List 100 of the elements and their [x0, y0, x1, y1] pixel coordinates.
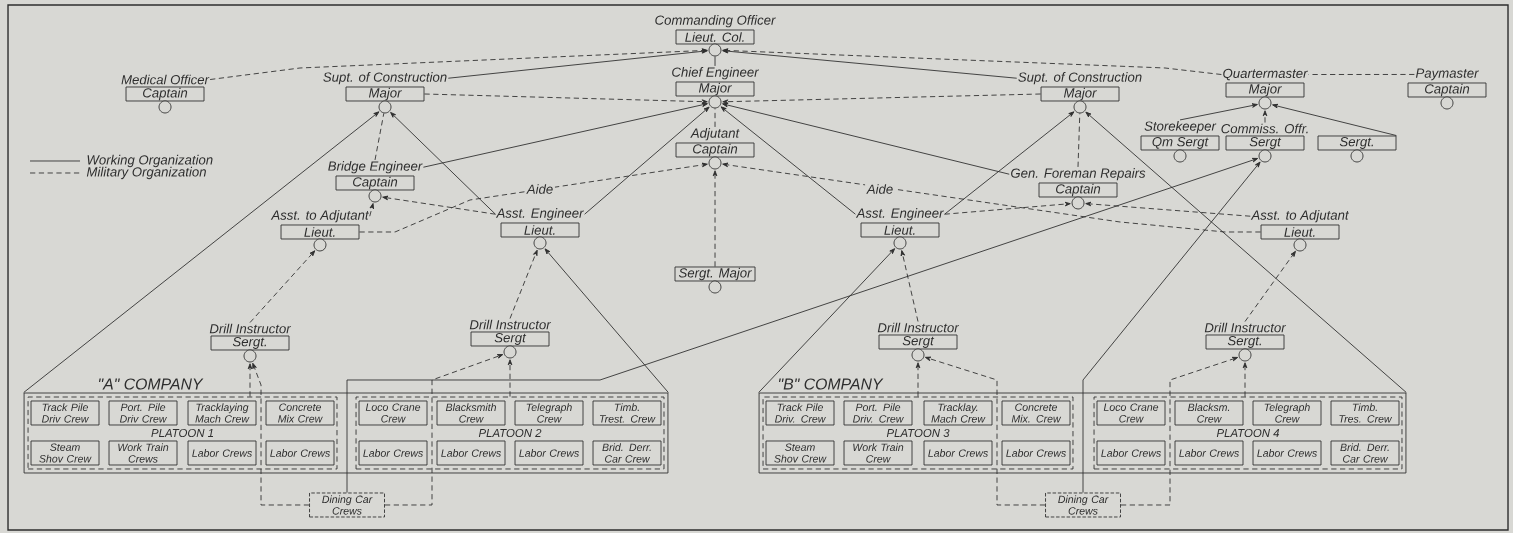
crew-box: Tracklaying Mach Crew	[187, 400, 257, 426]
crew-box: Port. Pile Driv Crew	[108, 400, 178, 426]
connector-line	[1077, 113, 1081, 168]
crew-box: Labor Crews	[1096, 440, 1166, 466]
crew-box: Steam Shov Crew	[30, 440, 100, 466]
crew-box: Concrete Mix Crew	[265, 400, 335, 426]
arrow	[722, 48, 1222, 75]
arrow	[758, 248, 896, 393]
arrow	[252, 362, 310, 506]
crew-box: Timb. Tres. Crew	[1330, 400, 1400, 426]
edge-label: Aide	[525, 182, 555, 196]
company-heading: "A" COMPANY	[99, 378, 204, 390]
connector-line	[1308, 74, 1415, 75]
arrow	[722, 93, 1041, 104]
crew-box: Labor Crews	[1174, 440, 1244, 466]
arrow	[915, 362, 921, 397]
arrow	[424, 93, 708, 104]
arrow	[422, 102, 708, 168]
crew-box: Labor Crews	[1001, 440, 1071, 466]
position-title: Commanding Officer	[655, 15, 776, 28]
arrow	[247, 363, 253, 397]
arrow	[722, 102, 1010, 175]
position-title: Quartermaster	[1223, 68, 1308, 81]
crew-box: Loco Crane Crew	[1096, 400, 1166, 426]
crew-box: Brid. Derr. Car Crew	[592, 440, 662, 466]
arrow	[1085, 111, 1407, 393]
arrow	[544, 248, 669, 393]
arrow	[509, 249, 538, 319]
position-title: Chief Engineer	[672, 67, 759, 80]
position-title: Drill Instructor	[469, 319, 552, 330]
position-title: Paymaster	[1415, 68, 1479, 81]
crew-box: Work Train Crew	[843, 440, 913, 466]
crew-box: Port. Pile Driv. Crew	[843, 400, 913, 426]
arrow	[1272, 103, 1397, 136]
crew-box: Telegraph Crew	[1252, 400, 1322, 426]
crew-box: Loco Crane Crew	[358, 400, 428, 426]
crew-box: Telegraph Crew	[514, 400, 584, 426]
crew-box: Blacksmith Crew	[436, 400, 506, 426]
crew-box: Labor Crews	[358, 440, 428, 466]
arrow	[209, 48, 708, 80]
position-title: Drill Instructor	[209, 323, 292, 334]
position-title: Storekeeper	[1144, 121, 1217, 134]
position-title: Bridge Engineer	[328, 161, 423, 174]
crew-box: Work Train Crews	[108, 440, 178, 466]
position-title: Gen. Foreman Repairs	[1011, 168, 1146, 181]
crew-box: Track Pile Driv. Crew	[765, 400, 835, 426]
position-title: Commiss. Offr.	[1221, 123, 1308, 134]
connector-line	[714, 56, 716, 67]
crew-box: Dining Car Crews	[1045, 492, 1121, 518]
crew-box: Brid. Derr. Car Crew	[1330, 440, 1400, 466]
arrow	[900, 250, 919, 322]
crew-box: Tracklay. Mach Crew	[923, 400, 993, 426]
arrow	[944, 201, 1071, 215]
crew-box: Labor Crews	[514, 440, 584, 466]
edge-label: Aide	[865, 182, 895, 196]
arrow	[382, 195, 496, 215]
arrow	[390, 111, 496, 215]
crew-box: Track Pile Driv Crew	[30, 400, 100, 426]
position-title: Asst. to Adjutant	[1250, 210, 1350, 223]
arrow	[722, 48, 1018, 79]
position-title: Drill Instructor	[1204, 322, 1287, 333]
crew-box: Concrete Mix. Crew	[1001, 400, 1071, 426]
arrow	[924, 356, 1046, 506]
arrow	[384, 354, 504, 506]
arrow	[1082, 161, 1261, 493]
arrow	[720, 106, 856, 215]
arrow	[584, 106, 710, 215]
arrow	[359, 162, 708, 233]
company-heading: "B" COMPANY	[779, 378, 884, 390]
arrow	[722, 162, 1261, 233]
arrow	[944, 111, 1075, 215]
legend-item: Military Organization	[29, 166, 206, 180]
legend-item: Working Organization	[29, 154, 213, 168]
crew-box: Steam Shov Crew	[765, 440, 835, 466]
position-title: Supt. of Construction	[323, 72, 447, 85]
arrow	[1120, 356, 1239, 506]
crew-box: Labor Crews	[1252, 440, 1322, 466]
crew-box: Blacksm. Crew	[1174, 400, 1244, 426]
position-title: Asst. to Adjutant	[270, 210, 370, 223]
position-title: Supt. of Construction	[1018, 72, 1142, 85]
crew-box: Labor Crews	[436, 440, 506, 466]
arrow	[369, 203, 374, 217]
position-title: Adjutant	[690, 128, 740, 141]
arrow	[346, 157, 1259, 493]
arrow	[447, 49, 708, 79]
arrow	[1179, 103, 1258, 121]
arrow	[507, 359, 513, 397]
crew-box: Dining Car Crews	[309, 492, 385, 518]
arrow	[1262, 110, 1268, 123]
connector-line	[374, 112, 385, 161]
position-title: Asst. Engineer	[495, 208, 584, 221]
arrow	[249, 250, 316, 323]
crew-box: Labor Crews	[923, 440, 993, 466]
crew-box: Labor Crews	[187, 440, 257, 466]
crew-box: Labor Crews	[265, 440, 335, 466]
arrow	[1085, 201, 1251, 217]
crew-box: Timb. Trest. Crew	[592, 400, 662, 426]
position-title: Medical Officer	[121, 74, 210, 85]
position-title: Asst. Engineer	[855, 208, 944, 221]
position-title: Drill Instructor	[877, 322, 960, 333]
